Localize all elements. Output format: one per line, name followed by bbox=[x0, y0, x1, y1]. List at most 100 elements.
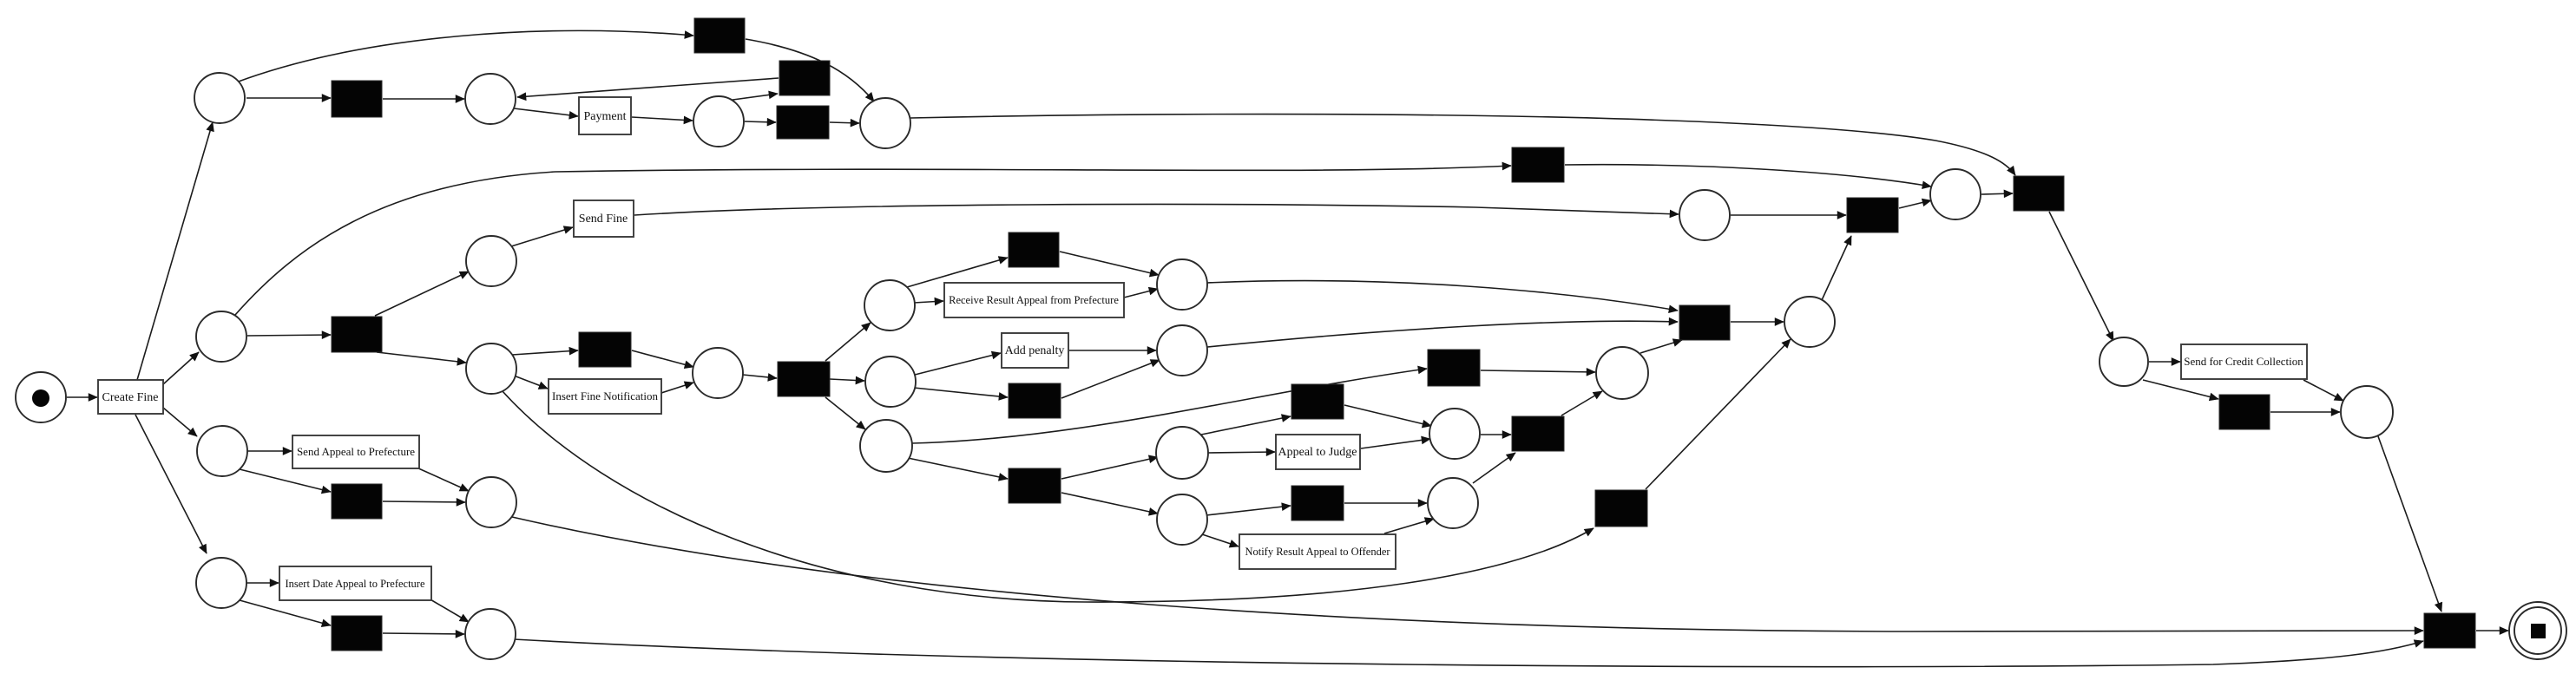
silent-transition bbox=[1008, 468, 1061, 504]
arc bbox=[2048, 211, 2114, 342]
place bbox=[465, 476, 517, 528]
arc bbox=[516, 77, 779, 101]
arc bbox=[829, 376, 865, 385]
arc bbox=[744, 117, 777, 127]
silent-transition bbox=[777, 361, 831, 397]
transition-payment: Payment bbox=[578, 96, 632, 135]
place bbox=[1595, 346, 1649, 400]
arc bbox=[825, 322, 871, 362]
arc bbox=[513, 638, 2424, 668]
transition-label: Add penalty bbox=[1005, 344, 1065, 357]
place bbox=[2099, 337, 2149, 387]
transition-label: Receive Result Appeal from Prefecture bbox=[949, 294, 1119, 306]
transition-create-fine: Create Fine bbox=[97, 379, 164, 415]
silent-transition bbox=[2013, 175, 2065, 212]
silent-transition bbox=[1679, 304, 1731, 341]
arc bbox=[1821, 235, 1852, 301]
transition-send-for-credit-collection: Send for Credit Collection bbox=[2180, 344, 2308, 380]
silent-transition bbox=[1511, 415, 1565, 452]
place bbox=[1679, 189, 1731, 241]
silent-transitions-layer bbox=[331, 17, 2476, 651]
silent-transition bbox=[779, 60, 831, 96]
transition-label: Appeal to Judge bbox=[1278, 446, 1357, 459]
place bbox=[1155, 426, 1209, 480]
transition-label: Payment bbox=[584, 110, 627, 123]
arc bbox=[239, 468, 332, 494]
place bbox=[693, 95, 745, 147]
place bbox=[195, 557, 247, 609]
arc bbox=[1480, 368, 1596, 376]
arc bbox=[631, 350, 694, 370]
arc bbox=[906, 256, 1009, 288]
place bbox=[2340, 385, 2394, 439]
arc bbox=[913, 387, 1009, 401]
silent-transition bbox=[2423, 612, 2476, 649]
silent-transition bbox=[693, 17, 746, 54]
arc bbox=[382, 630, 465, 638]
transition-insert-fine-notification: Insert Fine Notification bbox=[548, 378, 662, 415]
arc bbox=[913, 297, 944, 306]
arc bbox=[234, 161, 1512, 316]
arc bbox=[1564, 163, 1932, 190]
arc bbox=[162, 407, 198, 437]
place bbox=[464, 73, 516, 125]
transition-label: Send for Credit Collection bbox=[2184, 355, 2303, 368]
transition-label: Insert Fine Notification bbox=[552, 389, 659, 402]
silent-transition bbox=[1427, 349, 1481, 387]
arc bbox=[135, 414, 207, 554]
arc bbox=[162, 351, 200, 385]
arc bbox=[1344, 404, 1432, 429]
transition-appeal-to-judge: Appeal to Judge bbox=[1275, 434, 1361, 470]
arc bbox=[1206, 502, 1291, 516]
arc bbox=[825, 396, 866, 430]
arc bbox=[513, 108, 579, 120]
arc bbox=[1201, 533, 1239, 548]
arc bbox=[829, 118, 860, 128]
arc bbox=[1061, 492, 1159, 516]
place bbox=[464, 608, 516, 660]
arc bbox=[1472, 452, 1516, 484]
arc bbox=[1061, 359, 1160, 399]
transition-label: Send Fine bbox=[579, 213, 628, 226]
arc bbox=[1207, 448, 1276, 456]
arc bbox=[1383, 517, 1435, 534]
arc bbox=[510, 226, 574, 247]
arc bbox=[1561, 390, 1603, 416]
arc bbox=[136, 121, 214, 381]
arc bbox=[910, 113, 2016, 176]
silent-transition bbox=[578, 331, 632, 368]
place bbox=[692, 347, 744, 399]
place bbox=[1784, 296, 1836, 348]
arc bbox=[2377, 435, 2443, 612]
silent-transition bbox=[1511, 147, 1565, 183]
arc bbox=[1061, 455, 1159, 480]
arc bbox=[634, 203, 1679, 219]
silent-transition bbox=[331, 615, 383, 651]
silent-transition bbox=[1594, 489, 1648, 527]
arc bbox=[1200, 414, 1291, 435]
transition-label: Create Fine bbox=[102, 391, 159, 404]
arc bbox=[742, 373, 778, 382]
arc bbox=[374, 271, 470, 317]
arc bbox=[1360, 435, 1431, 449]
arc bbox=[416, 467, 470, 492]
transition-add-penalty: Add penalty bbox=[1001, 332, 1069, 369]
arc bbox=[2142, 379, 2219, 402]
transition-receive-result-appeal-from-prefecture: Receive Result Appeal from Prefecture bbox=[943, 282, 1125, 318]
place bbox=[864, 356, 917, 408]
arc bbox=[428, 598, 470, 623]
transition-label: Insert Date Appeal to Prefecture bbox=[285, 578, 424, 590]
arc bbox=[1640, 338, 1683, 354]
place bbox=[465, 235, 517, 287]
place bbox=[1156, 324, 1208, 376]
silent-transition bbox=[331, 80, 383, 118]
arc bbox=[1981, 189, 2014, 199]
arc bbox=[660, 381, 694, 394]
arc bbox=[1206, 317, 1679, 348]
arc bbox=[239, 599, 332, 627]
place bbox=[465, 343, 517, 395]
place bbox=[859, 419, 913, 473]
arc bbox=[1645, 338, 1791, 490]
arc bbox=[914, 350, 1002, 376]
arc bbox=[1059, 251, 1160, 278]
